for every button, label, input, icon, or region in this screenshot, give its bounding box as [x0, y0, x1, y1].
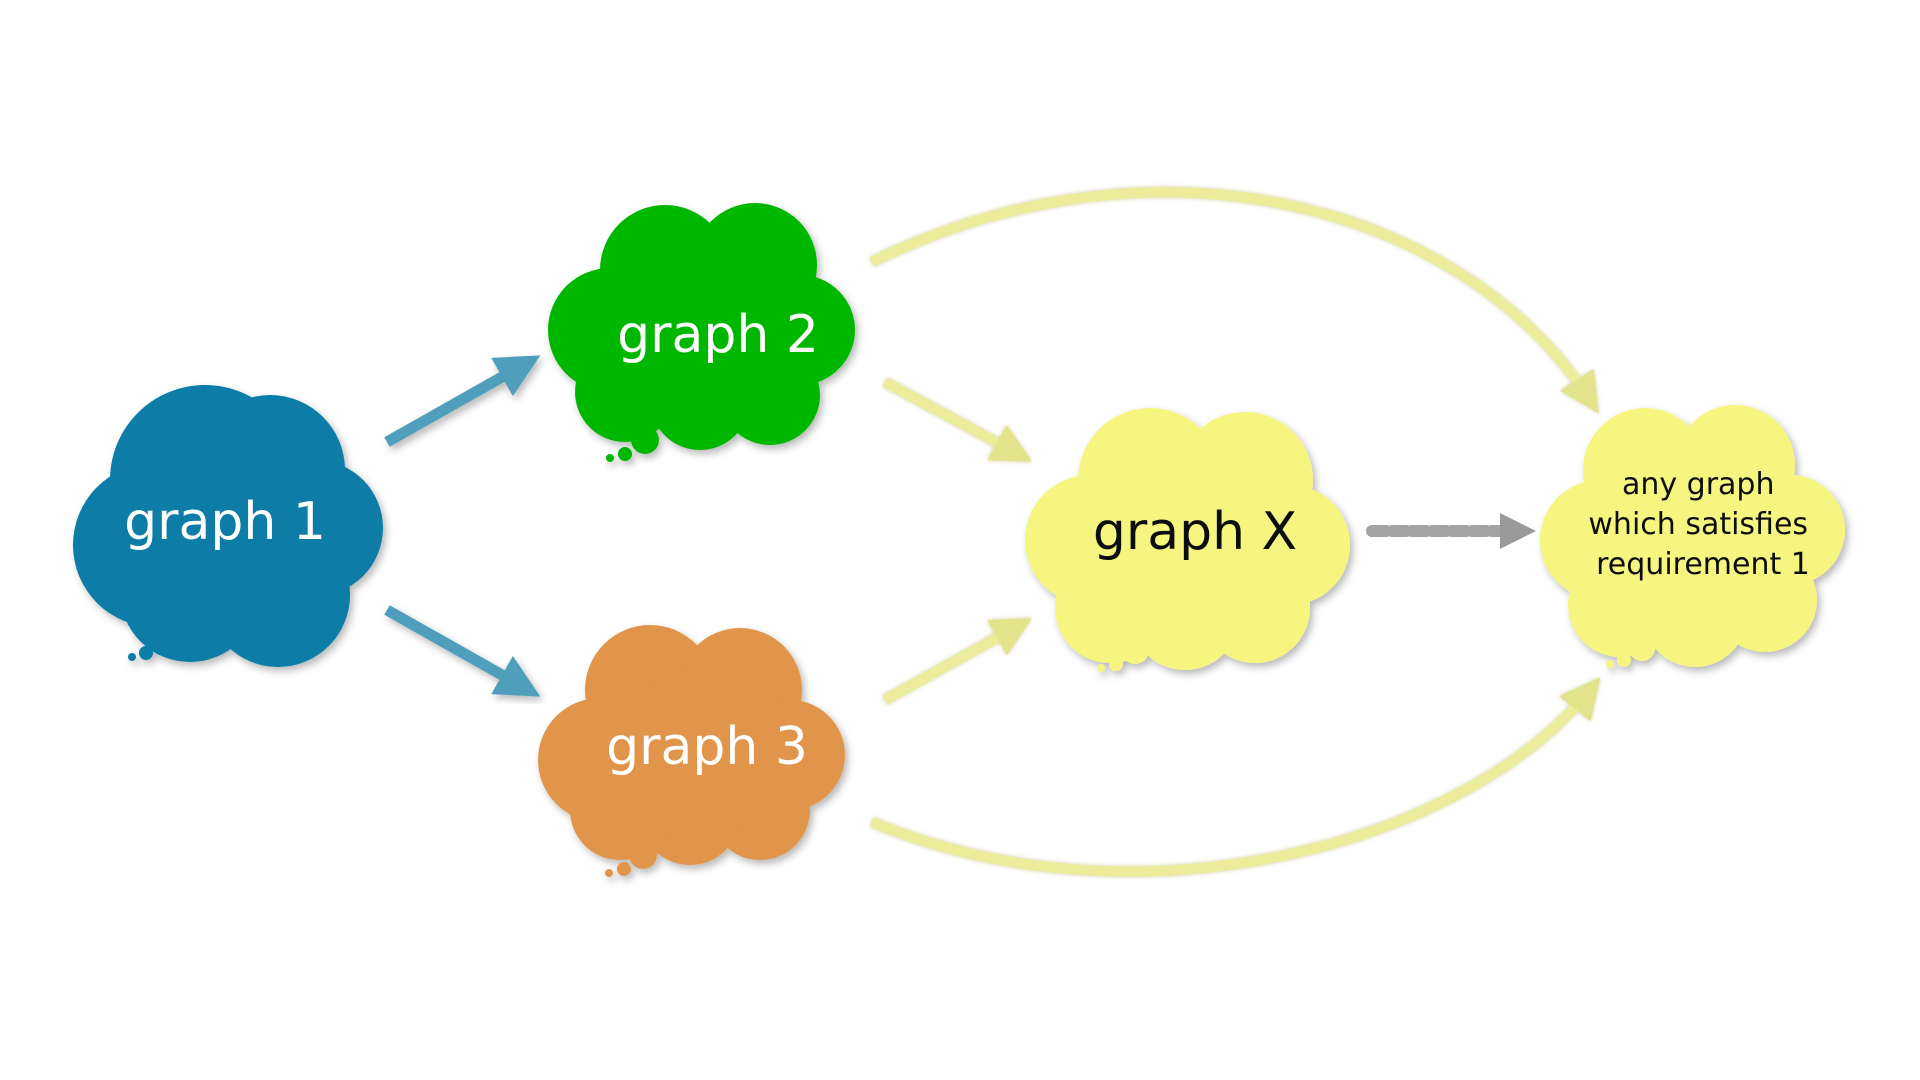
edge-graph2-to-target — [869, 187, 1599, 414]
edge-graph1-to-graph3 — [384, 605, 541, 697]
edge-graph3-to-target — [870, 677, 1601, 877]
thought-bubbles — [128, 624, 178, 661]
thought-bubbles — [1606, 635, 1655, 668]
edges — [384, 187, 1601, 877]
node-graphx: graph X — [1025, 408, 1350, 672]
node-label-target-line-2: which satisfies — [1588, 507, 1808, 542]
node-graph1: graph 1 — [73, 385, 383, 667]
node-graph3: graph 3 — [538, 625, 845, 877]
node-label-target-line-1: any graph — [1622, 467, 1775, 502]
node-label-graph3: graph 3 — [606, 717, 808, 777]
node-label-target: any graph which satisfies requirement 1 — [1588, 467, 1817, 582]
node-label-graph2: graph 2 — [617, 305, 819, 365]
cloud-shape — [1540, 405, 1845, 667]
node-target: any graph which satisfies requirement 1 — [1540, 405, 1845, 668]
cloud-shape — [1025, 408, 1350, 670]
thought-bubbles — [605, 841, 657, 877]
edge-graph2-to-graphx — [882, 377, 1033, 462]
edge-graph1-to-graph2 — [384, 355, 541, 447]
edge-graph3-to-graphx — [882, 618, 1032, 705]
node-label-graphx: graph X — [1093, 502, 1297, 562]
node-label-target-line-3: requirement 1 — [1596, 547, 1810, 582]
thought-bubbles — [1097, 636, 1149, 672]
thought-bubbles — [606, 426, 659, 462]
cloud-shape — [548, 203, 855, 450]
node-label-graph1: graph 1 — [124, 492, 326, 552]
node-graph2: graph 2 — [548, 203, 855, 462]
cloud-shape — [538, 625, 845, 865]
